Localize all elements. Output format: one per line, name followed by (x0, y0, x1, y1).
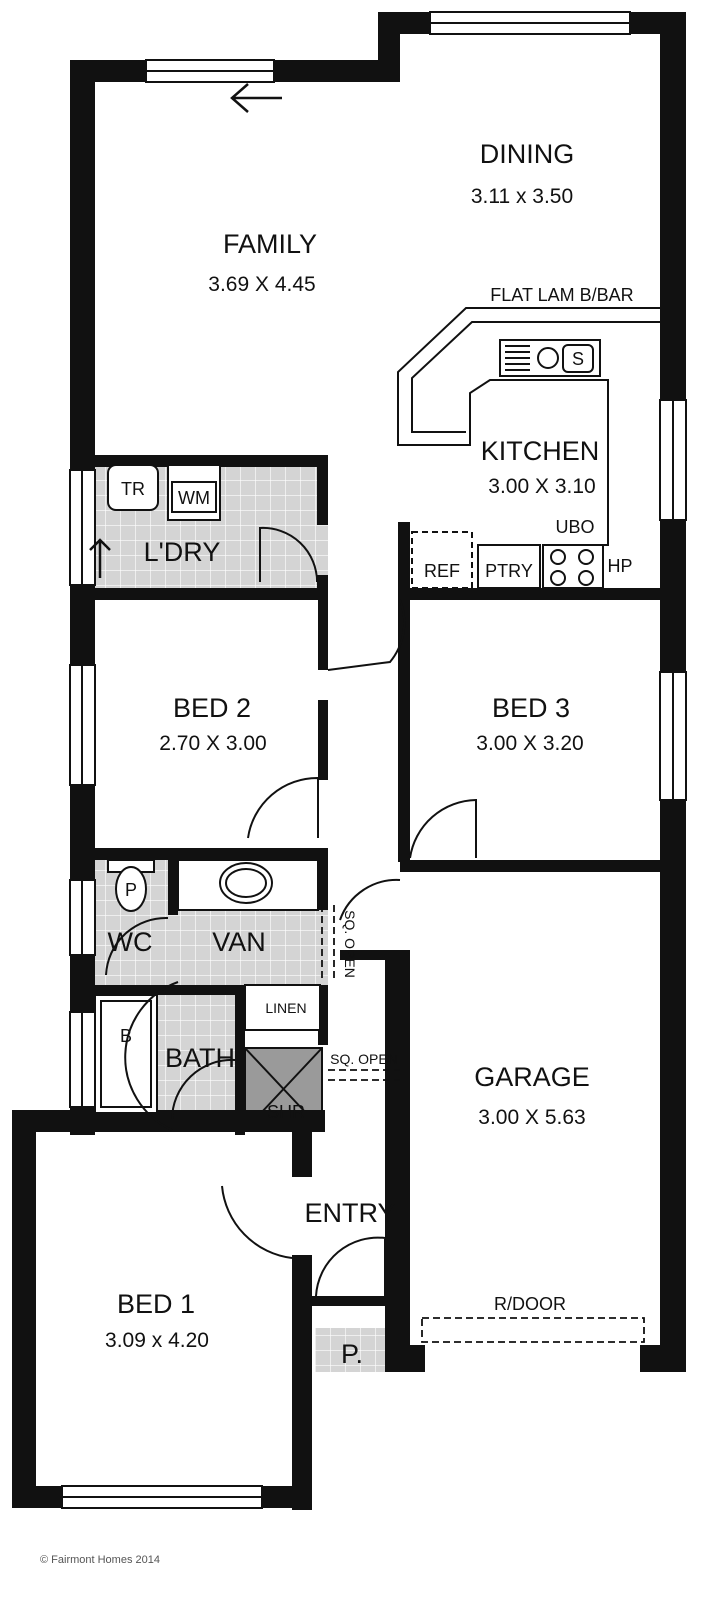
laundry-name: L'DRY (144, 537, 221, 567)
dining-name: DINING (480, 139, 575, 169)
porch-label: P. (341, 1339, 363, 1369)
family-slider-arrow (230, 83, 282, 113)
windows (61, 11, 687, 1509)
copyright: © Fairmont Homes 2014 (40, 1554, 160, 1566)
garage-name: GARAGE (474, 1062, 590, 1092)
sq-open-label-2: SQ. OPEN (330, 1051, 398, 1067)
room-labels: DINING 3.11 x 3.50 FAMILY 3.69 X 4.45 KI… (105, 139, 599, 1352)
bed1-name: BED 1 (117, 1289, 195, 1319)
pantry-label: PTRY (485, 561, 533, 581)
bed1-size: 3.09 x 4.20 (105, 1329, 209, 1352)
bed2-name: BED 2 (173, 693, 251, 723)
ref-label: REF (424, 561, 460, 581)
dining-size: 3.11 x 3.50 (471, 185, 573, 208)
openings (321, 905, 645, 1343)
sq-open-label-1: SQ. OPEN (342, 910, 358, 978)
bed2-size: 2.70 X 3.00 (159, 732, 266, 755)
garage-size: 3.00 X 5.63 (478, 1106, 585, 1129)
fixture-labels: FLAT LAM B/BAR S UBO REF PTRY HP TR WM P… (120, 285, 634, 1369)
bed3-name: BED 3 (492, 693, 570, 723)
family-name: FAMILY (223, 229, 317, 259)
trough-label: TR (121, 479, 145, 499)
family-size: 3.69 X 4.45 (208, 273, 315, 296)
bath-tub-label: B (120, 1026, 132, 1046)
bath-name: BATH (165, 1043, 235, 1073)
linen-label: LINEN (265, 1000, 306, 1016)
roller-door-label: R/DOOR (494, 1294, 566, 1314)
van-name: VAN (212, 927, 266, 957)
sliding-arrows (89, 83, 282, 578)
doors (105, 526, 477, 1297)
ubo-label: UBO (555, 517, 594, 537)
kitchen-size: 3.00 X 3.10 (488, 475, 595, 498)
kitchen-bench (397, 307, 660, 589)
sink-label: S (572, 349, 584, 369)
bench-label: FLAT LAM B/BAR (490, 285, 633, 305)
bed3-size: 3.00 X 3.20 (476, 732, 583, 755)
laundry-fixtures (107, 464, 221, 521)
toilet-label: P (125, 880, 137, 900)
shower-label: SHR (267, 1102, 305, 1122)
wc-name: WC (108, 927, 153, 957)
walls (12, 12, 686, 1510)
washer-label: WM (178, 488, 210, 508)
entry-name: ENTRY (304, 1198, 395, 1228)
hotplate-label: HP (607, 556, 632, 576)
kitchen-name: KITCHEN (481, 436, 600, 466)
laundry-slider-arrow (89, 538, 111, 578)
